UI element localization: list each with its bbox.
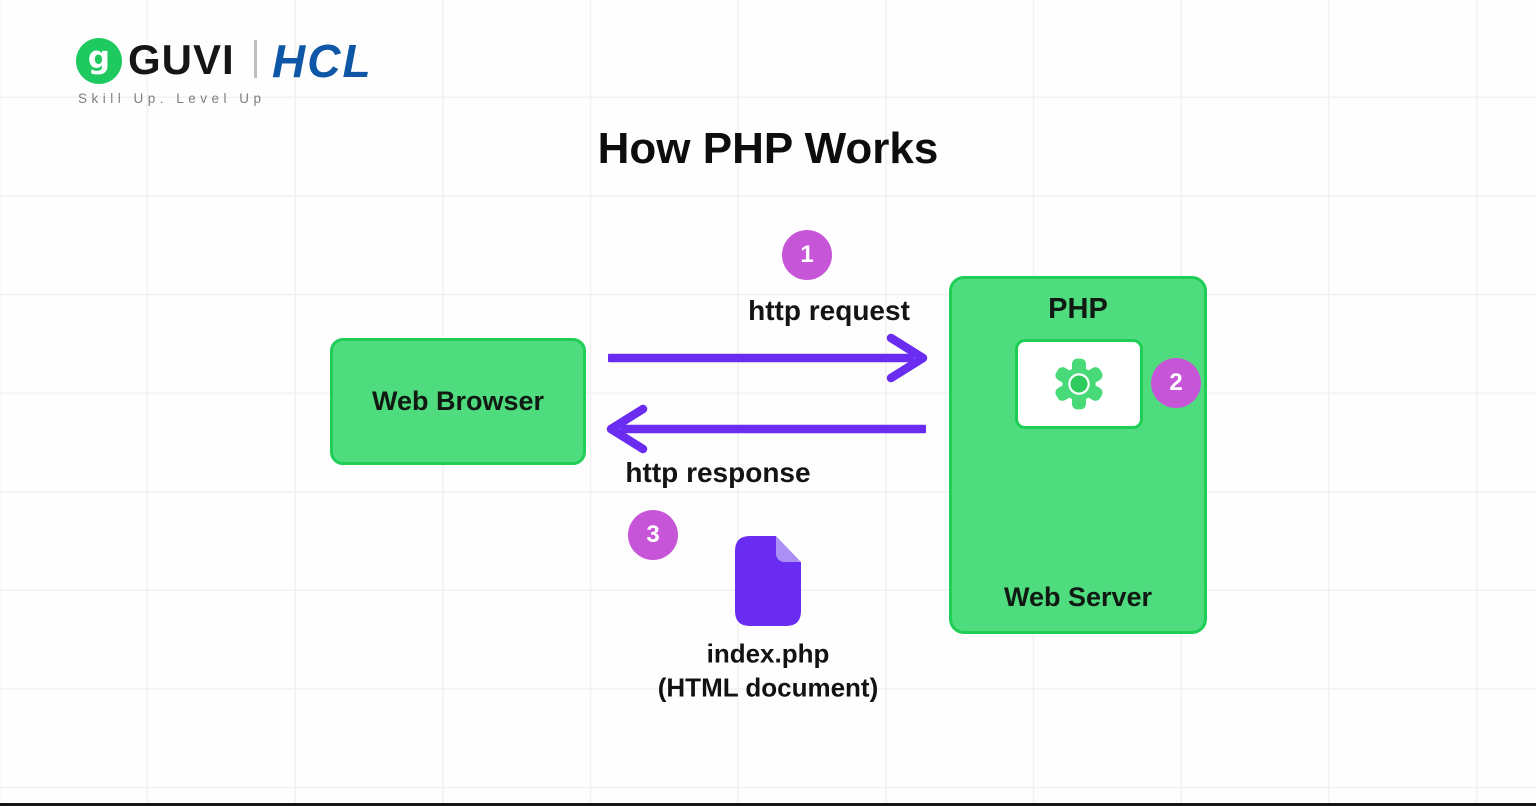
request-arrow-icon: [608, 333, 928, 383]
step-badge-2: 2: [1151, 358, 1201, 408]
web-server-node: PHP Web Server: [949, 276, 1207, 634]
step-badge-1: 1: [782, 230, 832, 280]
http-request-label: http request: [748, 295, 910, 326]
response-arrow-icon: [606, 404, 926, 454]
document-icon: [735, 536, 801, 626]
file-type-label: (HTML document): [657, 672, 879, 703]
page-title: How PHP Works: [597, 124, 939, 173]
guvi-wordmark: GUVI: [128, 36, 235, 83]
logo-tagline: Skill Up. Level Up: [78, 91, 266, 106]
step-badge-3: 3: [628, 510, 678, 560]
web-browser-label: Web Browser: [371, 386, 545, 416]
web-browser-node: Web Browser: [330, 338, 586, 465]
hcl-wordmark: HCL: [272, 35, 373, 87]
file-name-label: index.php: [706, 638, 830, 669]
http-response-label: http response: [625, 457, 811, 488]
bottom-edge-line: [0, 803, 1536, 806]
web-server-label: Web Server: [1003, 582, 1153, 612]
php-engine-card: [1015, 339, 1143, 429]
guvi-logo-icon: g: [76, 38, 122, 84]
logo-divider: [254, 40, 257, 78]
gear-icon: [1055, 358, 1103, 410]
guvi-icon-letter: g: [87, 39, 111, 76]
php-label: PHP: [1048, 293, 1108, 325]
